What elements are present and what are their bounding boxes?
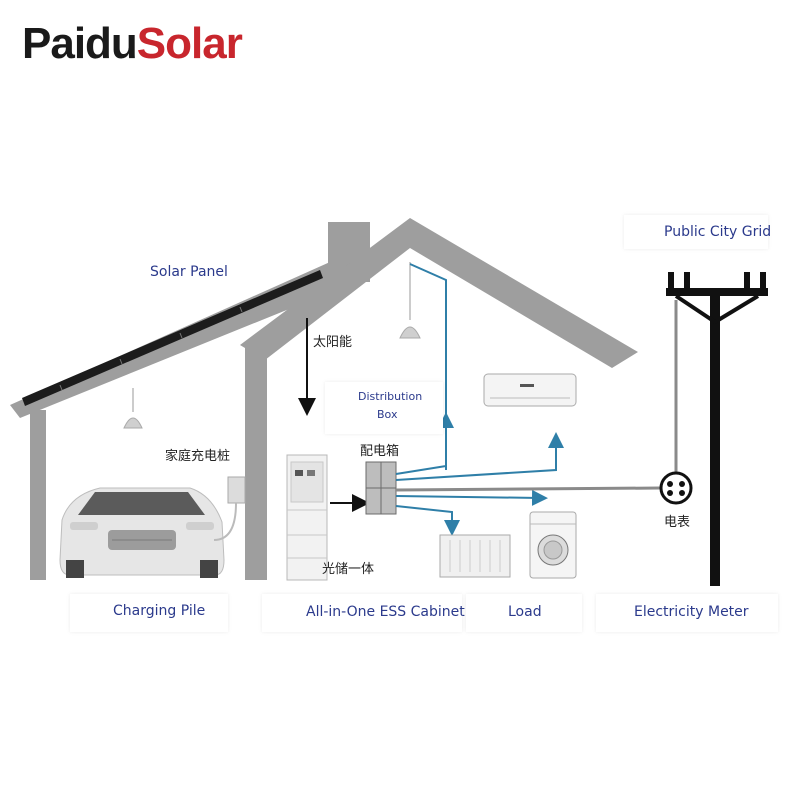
- brand-part1: Paidu: [22, 19, 138, 68]
- washing-machine-icon: [529, 511, 577, 579]
- all-in-one-cn-label: 光储一体: [322, 562, 375, 577]
- distribution-box-label-box: Distribution Box: [325, 382, 443, 434]
- solar-panel-label: Solar Panel: [150, 264, 228, 280]
- load-wires: [395, 263, 564, 536]
- meter-cn-label: 电表: [664, 515, 691, 530]
- lamp-icon: [123, 262, 421, 429]
- home-charger-cn-label: 家庭充电桩: [165, 449, 231, 464]
- distribution-box-cn-label: 配电箱: [360, 444, 400, 459]
- car-icon: [59, 487, 225, 578]
- electricity-meter-box: Electricity Meter: [596, 594, 778, 632]
- air-conditioner-icon: [483, 373, 577, 407]
- solar-panel-icon: [22, 270, 323, 406]
- brand-part2: Solar: [136, 19, 243, 68]
- public-city-grid-box: Public City Grid: [624, 215, 772, 249]
- public-city-grid-label: Public City Grid: [664, 224, 772, 240]
- load-box: Load: [466, 594, 582, 632]
- load-label: Load: [508, 604, 542, 620]
- charging-pile-label: Charging Pile: [113, 603, 206, 619]
- meter-icon: [659, 471, 693, 505]
- charging-pile-icon: [213, 476, 246, 541]
- distribution-label-line2: Box: [377, 408, 398, 421]
- solar-energy-cn-label: 太阳能: [313, 335, 353, 350]
- ess-cabinet-icon: [286, 454, 328, 581]
- ess-cabinet-box: All-in-One ESS Cabinet: [262, 594, 465, 632]
- distribution-box-icon: [365, 461, 397, 515]
- heater-icon: [439, 534, 511, 578]
- utility-pole-icon: [666, 272, 768, 586]
- electricity-meter-label: Electricity Meter: [634, 604, 749, 620]
- ess-cabinet-label: All-in-One ESS Cabinet: [306, 604, 465, 620]
- charging-pile-box: Charging Pile: [70, 594, 228, 632]
- distribution-label-line1: Distribution: [358, 390, 423, 403]
- grid-wire: [395, 300, 678, 492]
- brand-logo: PaiduSolar: [22, 19, 243, 68]
